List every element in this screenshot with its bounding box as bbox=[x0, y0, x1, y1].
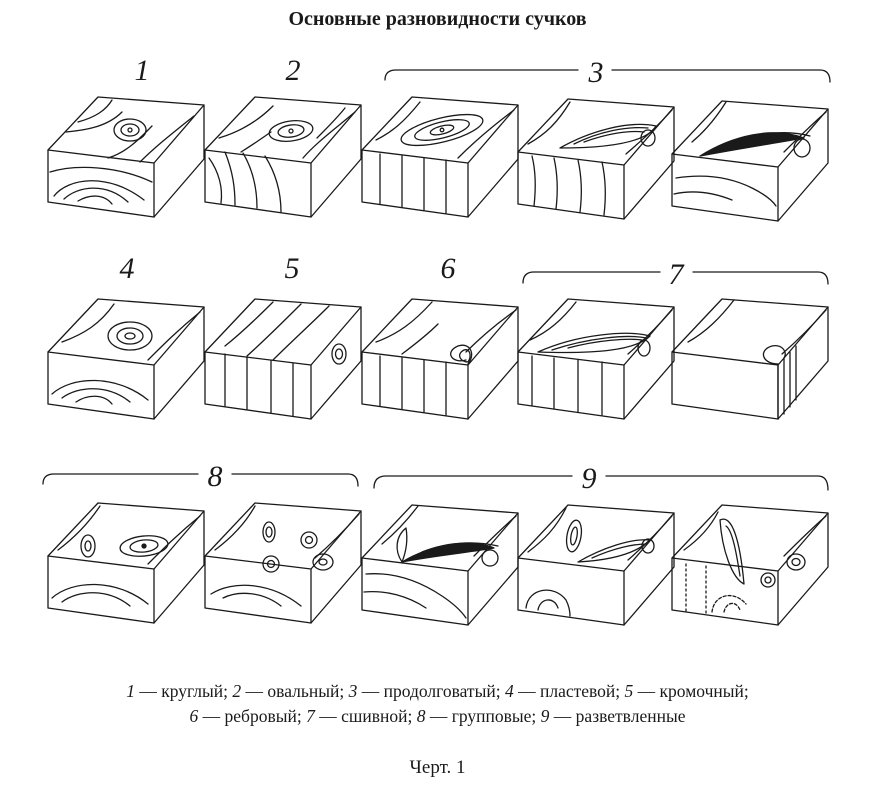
block-elongated-knot-a bbox=[361, 96, 519, 218]
legend-text-3: продолговатый bbox=[383, 681, 496, 701]
legend-text-6: ребровый bbox=[224, 706, 297, 726]
legend-num-4: 4 bbox=[504, 681, 514, 701]
legend-text-1: круглый bbox=[161, 681, 224, 701]
block-group-knots-a bbox=[47, 502, 205, 624]
label-8: 8 bbox=[208, 460, 223, 493]
label-7: 7 bbox=[669, 258, 686, 291]
legend-num-7: 7 bbox=[306, 706, 315, 726]
block-group-knots-b bbox=[204, 502, 362, 624]
block-edge-knot bbox=[204, 298, 362, 420]
block-branched-knot-a bbox=[361, 504, 519, 626]
bracket-7 bbox=[522, 271, 829, 285]
label-3: 3 bbox=[588, 56, 604, 89]
label-1: 1 bbox=[135, 54, 150, 87]
bracket-8 bbox=[42, 473, 359, 487]
legend-text-5: кромочный bbox=[659, 681, 744, 701]
block-elongated-knot-b bbox=[517, 98, 675, 220]
legend-text-8: групповые bbox=[451, 706, 532, 726]
block-face-knot bbox=[47, 298, 205, 420]
block-round-knot bbox=[47, 96, 205, 218]
label-9: 9 bbox=[582, 462, 597, 495]
label-2: 2 bbox=[286, 54, 301, 87]
legend-text-4: пластевой bbox=[539, 681, 616, 701]
legend-num-2: 2 bbox=[232, 681, 242, 701]
legend-num-8: 8 bbox=[416, 706, 426, 726]
figure-label: Черт. 1 bbox=[409, 757, 466, 778]
legend-num-6: 6 bbox=[189, 706, 199, 726]
label-6: 6 bbox=[441, 252, 456, 285]
legend-line-2: 6 — ребровый; 7 — сшивной; 8 — групповые… bbox=[189, 706, 686, 726]
block-spike-knot-a bbox=[517, 298, 675, 420]
block-elongated-knot-c bbox=[671, 100, 829, 222]
block-branched-knot-b bbox=[517, 504, 675, 626]
legend-num-1: 1 bbox=[126, 681, 135, 701]
legend-text-7: сшивной bbox=[341, 706, 408, 726]
legend-num-3: 3 bbox=[348, 681, 358, 701]
legend-text-9: разветвленные bbox=[575, 706, 686, 726]
block-rib-knot bbox=[361, 298, 519, 420]
label-4: 4 bbox=[120, 252, 135, 285]
bracket-9 bbox=[373, 475, 829, 491]
legend-num-9: 9 bbox=[540, 706, 550, 726]
label-5: 5 bbox=[285, 252, 300, 285]
block-oval-knot bbox=[204, 96, 362, 218]
bracket-3 bbox=[384, 69, 831, 83]
legend-num-5: 5 bbox=[624, 681, 634, 701]
legend-text-2: овальный bbox=[267, 681, 340, 701]
knot-types-diagram: 1 2 3 4 5 6 7 8 9 bbox=[42, 54, 831, 626]
block-branched-knot-c bbox=[671, 504, 829, 626]
figure-title: Основные разновидности сучков bbox=[288, 8, 587, 30]
block-spike-knot-b bbox=[671, 298, 829, 420]
legend-line-1: 1 — круглый; 2 — овальный; 3 — продолгов… bbox=[126, 681, 749, 701]
